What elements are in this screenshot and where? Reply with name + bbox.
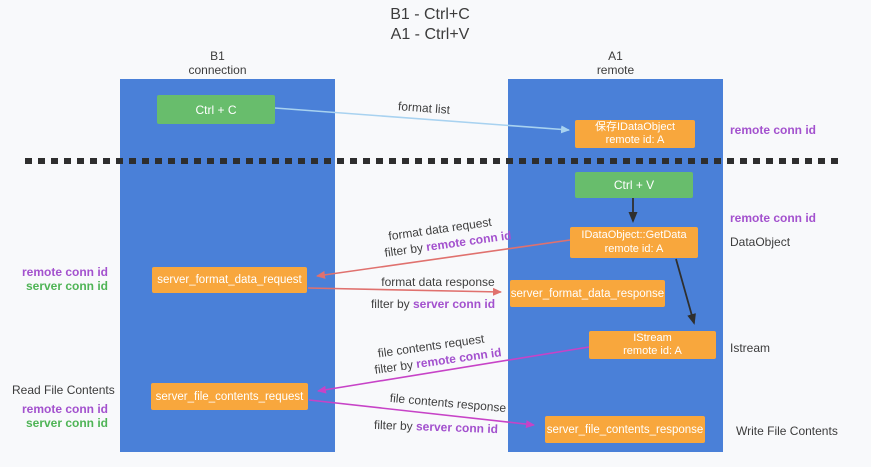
phase-separator-dashed-line [25, 158, 838, 164]
save-dataobject-line1: 保存IDataObject [594, 120, 676, 133]
lifeline-header-b1: B1 connection [110, 49, 325, 77]
dataobject-annotation: DataObject [730, 235, 791, 249]
istream-annotation: Istream [730, 341, 771, 355]
server-conn-id-text: server conn id [412, 297, 496, 311]
server-file-contents-response-label: server_file_contents_response [546, 423, 704, 436]
lifeline-a1-name: A1 [608, 49, 623, 63]
diagram-title: B1 - Ctrl+C A1 - Ctrl+V [0, 5, 860, 45]
save-dataobject-line2: remote id: A [605, 134, 665, 146]
server-format-data-request-label: server_format_data_request [157, 274, 302, 286]
save-dataobject-box: 保存IDataObject remote id: A [575, 120, 695, 148]
getdata-box: IDataObject::GetData remote id: A [570, 227, 698, 258]
filter-by-text: filter by [383, 240, 428, 260]
write-file-contents-annotation: Write File Contents [736, 424, 838, 438]
lifeline-a1-role: remote [596, 63, 635, 77]
server-file-contents-response-box: server_file_contents_response [545, 416, 705, 443]
title-line-1: B1 - Ctrl+C [390, 6, 470, 23]
remote-conn-id-annotation-bottom-left: remote conn id [21, 402, 108, 416]
server-conn-id-annotation-bottom-left: server conn id [25, 416, 108, 430]
read-file-contents-annotation: Read File Contents [12, 383, 115, 397]
ctrl-v-label: Ctrl + V [613, 178, 655, 192]
server-file-contents-request-box: server_file_contents_request [151, 383, 308, 410]
istream-box: IStream remote id: A [589, 331, 716, 359]
format-data-response-filter-label: filter by server conn id [371, 297, 495, 311]
ctrl-v-action-box: Ctrl + V [575, 172, 693, 198]
lifeline-b1-name: B1 [210, 49, 225, 63]
getdata-line2: remote id: A [604, 242, 664, 255]
filter-by-text: filter by [373, 417, 417, 434]
server-format-data-response-label: server_format_data_response [510, 287, 665, 300]
server-conn-id-text: server conn id [415, 419, 499, 437]
ctrl-c-action-box: Ctrl + C [157, 95, 275, 124]
ctrl-c-label: Ctrl + C [195, 102, 237, 117]
getdata-line1: IDataObject::GetData [581, 229, 687, 241]
file-contents-response-label: file contents response [389, 390, 507, 416]
lifeline-b1-role: connection [188, 63, 247, 77]
format-data-response-label: format data response [381, 275, 495, 289]
server-format-data-response-box: server_format_data_response [510, 280, 665, 307]
remote-conn-id-annotation-left: remote conn id [21, 265, 108, 279]
filter-by-text: filter by [370, 297, 413, 311]
istream-line2: remote id: A [623, 345, 682, 357]
file-contents-response-filter-label: filter by server conn id [374, 418, 498, 436]
lifeline-header-a1: A1 remote [508, 49, 723, 77]
title-line-2: A1 - Ctrl+V [390, 26, 470, 43]
server-conn-id-annotation-left: server conn id [25, 279, 108, 293]
istream-line1: IStream [633, 331, 672, 344]
server-format-data-request-box: server_format_data_request [152, 267, 307, 293]
server-file-contents-request-label: server_file_contents_request [155, 390, 304, 403]
remote-conn-id-annotation-mid: remote conn id [730, 211, 817, 225]
format-list-label: format list [397, 99, 451, 117]
remote-conn-id-annotation-top: remote conn id [730, 123, 817, 137]
